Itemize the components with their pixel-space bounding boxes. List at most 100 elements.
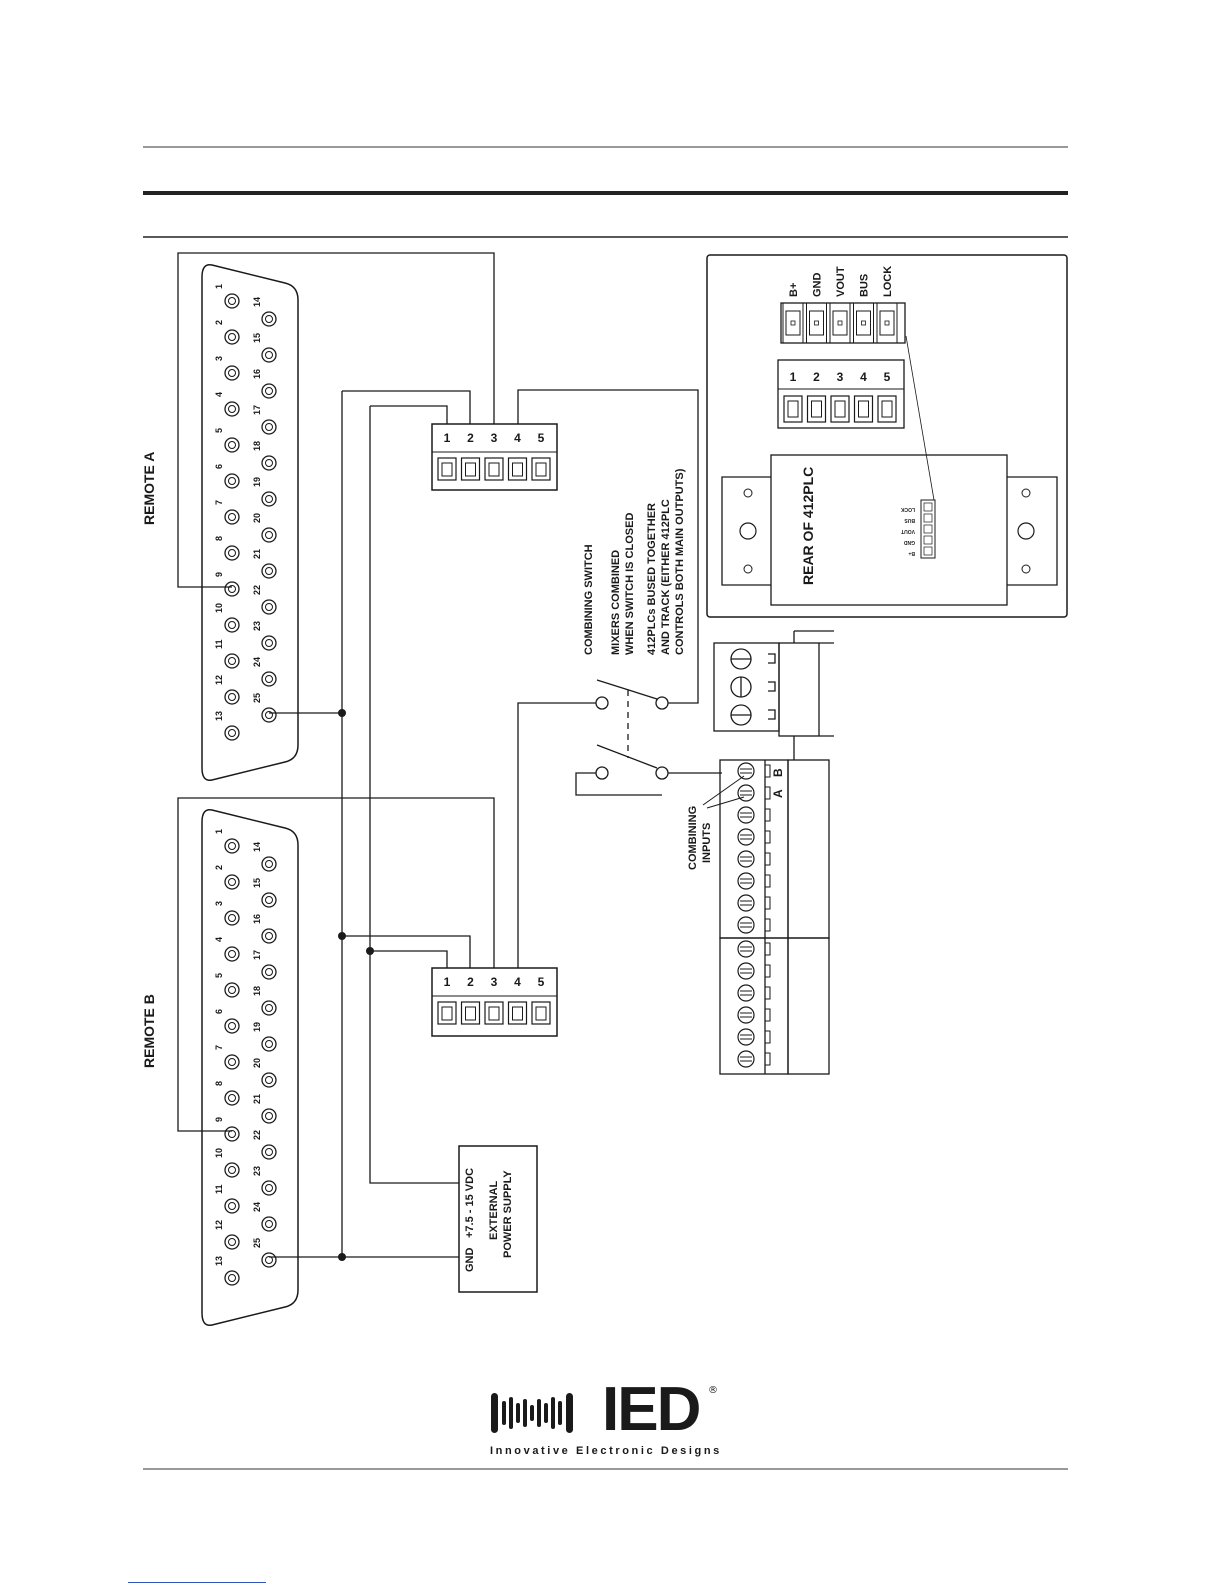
db25-pin: 17 bbox=[252, 950, 277, 980]
logo-wordmark: IED bbox=[602, 1375, 701, 1444]
db25-pins-a: 1234567891011121314151617181920212223242… bbox=[214, 284, 277, 741]
db25-pin-label: 3 bbox=[214, 901, 224, 906]
terminal-pin-label: 1 bbox=[444, 431, 451, 445]
db25-pin-label: 13 bbox=[214, 1256, 224, 1266]
terminal-pin: 4 bbox=[507, 431, 528, 481]
db25-pin: 1 bbox=[214, 284, 240, 309]
db25-pin-label: 3 bbox=[214, 356, 224, 361]
rear-signal-label: LOCK bbox=[882, 266, 894, 297]
mini-signal-label: B+ bbox=[908, 550, 915, 556]
rear-pin-number: 4 bbox=[860, 370, 867, 384]
combining-switch bbox=[595, 679, 669, 780]
db25-pin-label: 15 bbox=[252, 333, 262, 343]
svg-text:MIXERS COMBINED: MIXERS COMBINED bbox=[610, 550, 622, 655]
db25-pin: 2 bbox=[214, 865, 240, 890]
db25-pin: 3 bbox=[214, 901, 240, 926]
db25-pin: 12 bbox=[214, 1220, 240, 1250]
db25-pin: 9 bbox=[214, 572, 240, 597]
db25-pin: 20 bbox=[252, 513, 277, 543]
db25-pin: 15 bbox=[252, 878, 277, 908]
db25-pin-label: 19 bbox=[252, 477, 262, 487]
terminal-pin-label: 5 bbox=[538, 431, 545, 445]
db25-pin: 9 bbox=[214, 1117, 240, 1142]
db25-pin: 13 bbox=[214, 711, 240, 741]
db25-pin-label: 23 bbox=[252, 1166, 262, 1176]
terminal-pin: 1 bbox=[437, 975, 457, 1025]
terminal-pin: 4 bbox=[507, 975, 528, 1025]
terminal-pin: 2 bbox=[460, 975, 481, 1025]
terminal-pin-label: 3 bbox=[491, 431, 498, 445]
db25-pin: 22 bbox=[252, 585, 277, 615]
db25-pin-label: 21 bbox=[252, 1094, 262, 1104]
logo-tagline: Innovative Electronic Designs bbox=[490, 1445, 722, 1457]
db25-pin-label: 4 bbox=[214, 937, 224, 942]
remote-b-label: REMOTE B bbox=[141, 994, 157, 1068]
db25-pin: 12 bbox=[214, 675, 240, 705]
db25-pins-b: 1234567891011121314151617181920212223242… bbox=[214, 829, 277, 1286]
logo-registered: ® bbox=[708, 1385, 718, 1396]
combining-input-strip bbox=[719, 759, 830, 1075]
rear-signal-label: BUS bbox=[859, 274, 871, 297]
db25-pin: 6 bbox=[214, 1009, 240, 1034]
rear-signal-label: GND bbox=[812, 273, 824, 298]
db25-pin-label: 24 bbox=[252, 1202, 262, 1212]
remote-a-label: REMOTE A bbox=[141, 452, 157, 525]
db25-pin-label: 14 bbox=[252, 297, 262, 307]
db25-pin: 3 bbox=[214, 356, 240, 381]
terminal-pin-label: 1 bbox=[444, 975, 451, 989]
power-gnd: GND bbox=[464, 1248, 476, 1273]
db25-pin: 8 bbox=[214, 1081, 240, 1106]
db25-connector-b bbox=[201, 809, 299, 1326]
terminal-pin-label: 3 bbox=[491, 975, 498, 989]
db25-pin-label: 12 bbox=[214, 675, 224, 685]
terminal-pin-label: 2 bbox=[467, 431, 474, 445]
terminal-pin-label: 2 bbox=[467, 975, 474, 989]
rear-signal-label: B+ bbox=[788, 283, 800, 297]
switch-note: COMBINING SWITCH MIXERS COMBINED WHEN SW… bbox=[583, 468, 686, 655]
footer-link-underline bbox=[128, 1582, 266, 1583]
rear-pin-number: 1 bbox=[790, 370, 797, 384]
db25-pin: 16 bbox=[252, 369, 277, 399]
db25-pin: 2 bbox=[214, 320, 240, 345]
db25-pin-label: 7 bbox=[214, 1045, 224, 1050]
db25-pin: 4 bbox=[214, 937, 240, 962]
db25-pin-label: 1 bbox=[214, 829, 224, 834]
db25-pin-label: 6 bbox=[214, 1009, 224, 1014]
db25-connector-a bbox=[201, 264, 299, 781]
db25-pin-label: 5 bbox=[214, 428, 224, 433]
db25-pin-label: 20 bbox=[252, 513, 262, 523]
db25-pin-label: 4 bbox=[214, 392, 224, 397]
db25-pin: 25 bbox=[252, 1238, 277, 1268]
terminal-pin: 5 bbox=[531, 975, 551, 1025]
terminal-pin-label: 5 bbox=[538, 975, 545, 989]
db25-pin: 19 bbox=[252, 477, 277, 507]
db25-pin: 23 bbox=[252, 621, 277, 651]
rear-pin-number: 5 bbox=[884, 370, 891, 384]
db25-pin-label: 25 bbox=[252, 693, 262, 703]
db25-pin: 14 bbox=[252, 297, 277, 327]
db25-pin-label: 1 bbox=[214, 284, 224, 289]
svg-text:COMBINING: COMBINING bbox=[687, 806, 699, 870]
db25-pin-label: 22 bbox=[252, 585, 262, 595]
db25-pin-label: 21 bbox=[252, 549, 262, 559]
svg-text:COMBINING SWITCH: COMBINING SWITCH bbox=[583, 544, 595, 655]
wires bbox=[177, 252, 722, 1258]
db25-pin: 10 bbox=[214, 1148, 240, 1178]
db25-pin: 5 bbox=[214, 973, 240, 998]
db25-pin: 16 bbox=[252, 914, 277, 944]
db25-pin-label: 24 bbox=[252, 657, 262, 667]
db25-pin: 17 bbox=[252, 405, 277, 435]
rear-pin-number: 2 bbox=[813, 370, 820, 384]
db25-pin: 1 bbox=[214, 829, 240, 854]
terminal-pin: 5 bbox=[531, 431, 551, 481]
combining-col-b: B bbox=[771, 768, 785, 777]
db25-pin-label: 12 bbox=[214, 1220, 224, 1230]
db25-pin-label: 19 bbox=[252, 1022, 262, 1032]
db25-pin-label: 22 bbox=[252, 1130, 262, 1140]
db25-pin-label: 2 bbox=[214, 865, 224, 870]
combining-inputs-label: COMBINING INPUTS bbox=[687, 775, 745, 870]
svg-text:INPUTS: INPUTS bbox=[701, 823, 713, 863]
db25-pin-label: 9 bbox=[214, 572, 224, 577]
